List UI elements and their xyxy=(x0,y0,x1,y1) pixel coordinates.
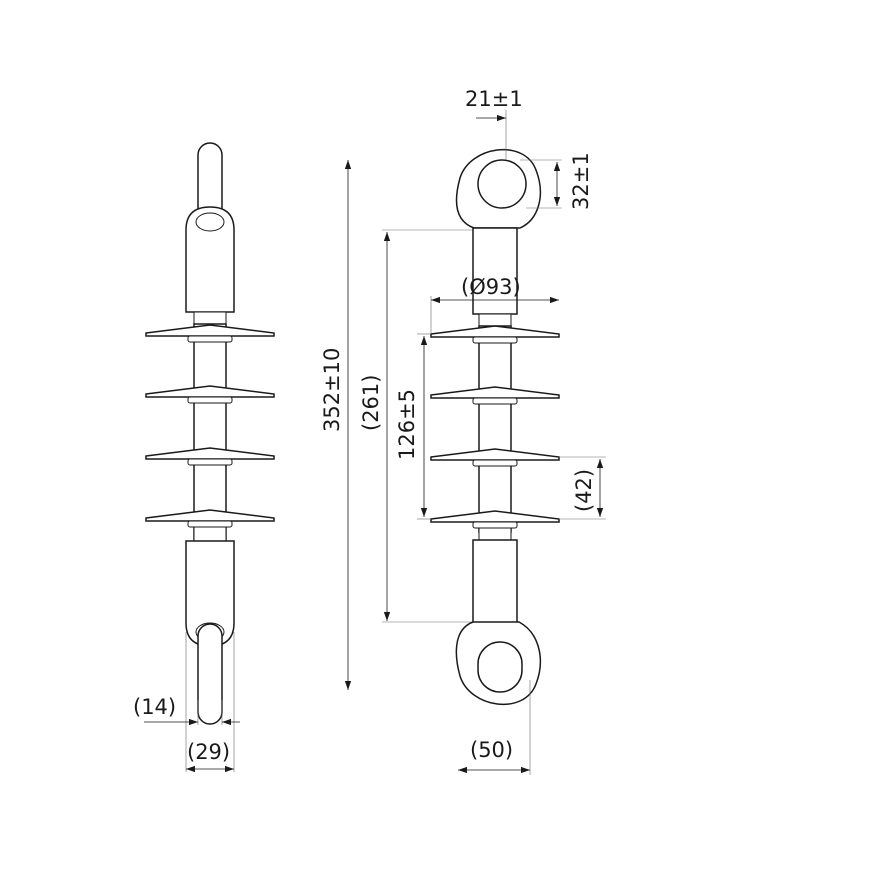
side-sheds xyxy=(145,324,275,528)
dim-shed-span: 126±5 xyxy=(395,389,419,460)
dim-shed-spacing: (42) xyxy=(572,469,596,512)
insulating-length-dimension xyxy=(382,229,475,623)
dim-fitting-diameter: (29) xyxy=(187,740,230,764)
dim-eye-width: 21±1 xyxy=(465,87,523,111)
dim-eye-outer-width: (50) xyxy=(470,738,513,762)
core-rod-front xyxy=(478,325,512,533)
top-end-fitting-front xyxy=(472,227,518,315)
top-end-fitting xyxy=(185,206,235,313)
front-sheds xyxy=(430,325,560,529)
dim-shed-diameter: (Ø93) xyxy=(461,275,521,299)
bottom-tongue xyxy=(197,623,223,725)
front-view-insulator xyxy=(417,110,606,775)
bottom-end-fitting-front xyxy=(472,539,518,625)
dim-rod-diameter: (14) xyxy=(133,695,176,719)
dim-eye-height: 32±1 xyxy=(569,152,593,210)
core-rod xyxy=(193,323,227,541)
side-view-insulator xyxy=(144,142,275,773)
dim-insulating-length: (261) xyxy=(359,375,383,431)
dim-overall-length: 352±10 xyxy=(320,348,344,432)
